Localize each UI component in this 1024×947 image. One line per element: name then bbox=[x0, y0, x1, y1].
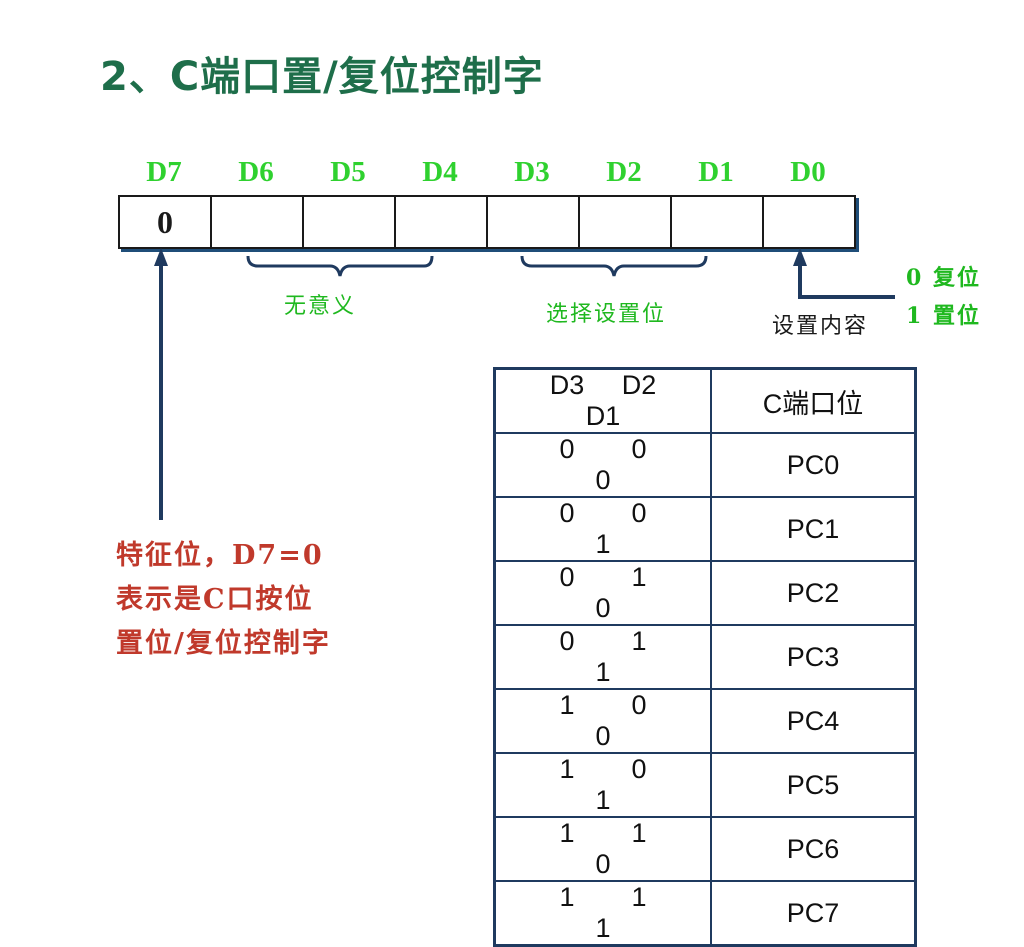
register-cell-d4 bbox=[396, 197, 488, 247]
cell-d2: 1 bbox=[631, 818, 647, 848]
diagram-connectors bbox=[154, 248, 895, 520]
cell-port: PC3 bbox=[710, 624, 917, 690]
bit-label-d1: D1 bbox=[698, 156, 734, 188]
annotation-reset: 0 复位 bbox=[906, 265, 981, 291]
cell-d3: 0 bbox=[559, 562, 575, 592]
header-bits: D3 D2D1 bbox=[493, 367, 712, 434]
bit-label-d0: D0 bbox=[790, 156, 826, 188]
control-word-register: 0 bbox=[118, 195, 856, 249]
bit-label-d5: D5 bbox=[330, 156, 366, 188]
brace-meaningless bbox=[246, 255, 434, 277]
cell-port: PC5 bbox=[710, 752, 917, 818]
table-header-row: D3 D2D1 C端口位 bbox=[493, 367, 917, 434]
bit-label-d7: D7 bbox=[146, 156, 182, 188]
cell-d1: 1 bbox=[595, 657, 611, 687]
cell-d1: 1 bbox=[595, 785, 611, 815]
table-row: 1 10 PC6 bbox=[493, 816, 917, 882]
cell-d1: 0 bbox=[595, 721, 611, 751]
feature-bit-note: 特征位，D7=0 表示是C口按位 置位/复位控制字 bbox=[116, 534, 331, 666]
cell-d3: 0 bbox=[559, 626, 575, 656]
annotation-set: 1 置位 bbox=[906, 303, 981, 329]
cell-d3: 1 bbox=[559, 690, 575, 720]
cell-d2: 0 bbox=[631, 434, 647, 464]
feature-note-line2: 表示是C口按位 bbox=[116, 584, 314, 615]
arrow-set-content-line bbox=[798, 262, 895, 299]
cell-d2: 0 bbox=[631, 498, 647, 528]
cell-d3: 0 bbox=[559, 434, 575, 464]
cell-d1: 1 bbox=[595, 529, 611, 559]
cell-d1: 0 bbox=[595, 849, 611, 879]
arrow-feature-head bbox=[154, 248, 168, 266]
bit-label-d6: D6 bbox=[238, 156, 274, 188]
cell-port: PC2 bbox=[710, 560, 917, 626]
cell-d2: 0 bbox=[631, 690, 647, 720]
bit-label-d4: D4 bbox=[422, 156, 458, 188]
register-cell-d6 bbox=[212, 197, 304, 247]
cell-d2: 1 bbox=[631, 626, 647, 656]
cell-d3: 1 bbox=[559, 882, 575, 912]
header-d3: D3 bbox=[549, 370, 585, 400]
arrow-set-content-head bbox=[793, 248, 807, 266]
register-cell-d7: 0 bbox=[120, 197, 212, 247]
cell-d3: 1 bbox=[559, 818, 575, 848]
header-d2: D2 bbox=[621, 370, 657, 400]
cell-d2: 1 bbox=[631, 562, 647, 592]
header-d1: D1 bbox=[585, 401, 621, 431]
annotation-set-content: 设置内容 bbox=[772, 314, 869, 339]
annotation-meaningless: 无意义 bbox=[284, 294, 357, 319]
register-cell-d1 bbox=[672, 197, 764, 247]
cell-d1: 0 bbox=[595, 465, 611, 495]
feature-note-line1: 特征位，D7=0 bbox=[116, 540, 324, 571]
cell-port: PC1 bbox=[710, 496, 917, 562]
register-cell-d3 bbox=[488, 197, 580, 247]
cell-d3: 0 bbox=[559, 498, 575, 528]
cell-port: PC6 bbox=[710, 816, 917, 882]
cell-d2: 0 bbox=[631, 754, 647, 784]
cell-port: PC4 bbox=[710, 688, 917, 754]
cell-d1: 1 bbox=[595, 913, 611, 943]
cell-d2: 1 bbox=[631, 882, 647, 912]
cell-d3: 1 bbox=[559, 754, 575, 784]
page-title: 2、C端口置/复位控制字 bbox=[100, 54, 544, 100]
bit-label-d3: D3 bbox=[514, 156, 550, 188]
register-cell-d5 bbox=[304, 197, 396, 247]
feature-note-line3: 置位/复位控制字 bbox=[116, 628, 331, 659]
register-cell-d2 bbox=[580, 197, 672, 247]
cell-port: PC0 bbox=[710, 432, 917, 498]
cell-d1: 0 bbox=[595, 593, 611, 623]
cell-port: PC7 bbox=[710, 880, 917, 947]
brace-select-bits bbox=[520, 255, 708, 277]
annotation-select-bits: 选择设置位 bbox=[546, 302, 667, 327]
bit-label-d2: D2 bbox=[606, 156, 642, 188]
header-port-bit: C端口位 bbox=[710, 367, 917, 434]
table-row: 0 01 PC1 bbox=[493, 496, 917, 562]
